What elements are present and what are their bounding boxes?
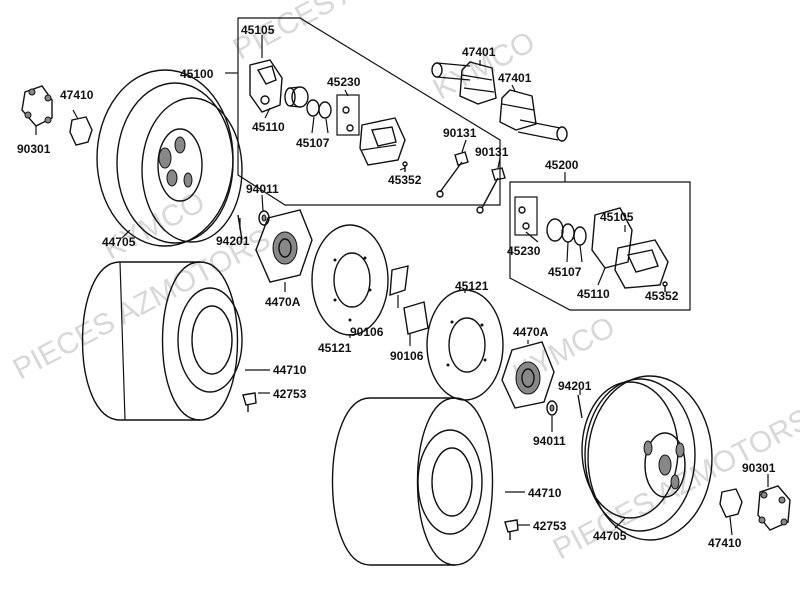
brake-disc-right (426, 289, 504, 401)
part-label: 47410 (708, 536, 742, 550)
part-label: 45100 (180, 67, 214, 81)
part-label: 90106 (350, 325, 384, 339)
leader-lines (35, 35, 769, 536)
lug-nut-right (719, 485, 791, 531)
part-label: 44710 (273, 363, 307, 377)
axle-shafts (431, 61, 568, 142)
part-label: 45230 (507, 244, 541, 258)
part-label: 4470A (513, 325, 549, 339)
part-label: 45352 (645, 289, 679, 303)
part-label: 45105 (600, 210, 634, 224)
wheel-rim-left (96, 69, 243, 247)
part-label: 45230 (327, 75, 361, 89)
hub-right (501, 341, 583, 419)
part-label: 44705 (593, 529, 627, 543)
part-label: 45105 (241, 23, 275, 37)
bolts-90131 (436, 151, 506, 214)
lug-nut-left (21, 85, 93, 146)
part-label: 45200 (545, 158, 579, 172)
part-label: 44710 (528, 486, 562, 500)
tire-left (81, 261, 243, 421)
part-label: 47401 (462, 45, 496, 59)
tire-right (331, 397, 494, 566)
part-label: 45107 (296, 136, 330, 150)
hub-left (237, 209, 313, 283)
part-label: 90131 (475, 145, 509, 159)
part-label: 45107 (548, 265, 582, 279)
part-label: 94201 (216, 234, 250, 248)
watermark: KYMCO (98, 185, 211, 266)
part-label: 45110 (252, 120, 285, 134)
caliper-assembly-front-left (225, 17, 501, 206)
part-labels: 45100 45105 45110 45107 45230 45352 4740… (17, 23, 776, 550)
part-label: 90301 (17, 142, 51, 156)
part-label: 47401 (498, 71, 532, 85)
valve-right (504, 519, 519, 540)
part-label: 42753 (533, 519, 567, 533)
part-label: 90106 (390, 349, 424, 363)
part-label: 94011 (246, 182, 279, 196)
part-label: 45121 (318, 341, 352, 355)
part-label: 44705 (102, 235, 136, 249)
part-label: 45110 (577, 287, 610, 301)
part-label: 42753 (273, 387, 307, 401)
part-label: 45121 (455, 279, 489, 293)
valve-left (242, 392, 257, 412)
brake-disc-left (311, 224, 389, 336)
part-label: 90131 (443, 126, 477, 140)
part-label: 94201 (558, 379, 592, 393)
part-label: 47410 (60, 88, 94, 102)
part-label: 90301 (742, 461, 776, 475)
part-label: 4470A (265, 295, 301, 309)
wheel-rim-right (581, 375, 713, 541)
bolts-90106 (389, 265, 429, 335)
part-label: 94011 (533, 434, 566, 448)
caliper-assembly-front-right (509, 172, 691, 311)
part-label: 45352 (388, 173, 422, 187)
